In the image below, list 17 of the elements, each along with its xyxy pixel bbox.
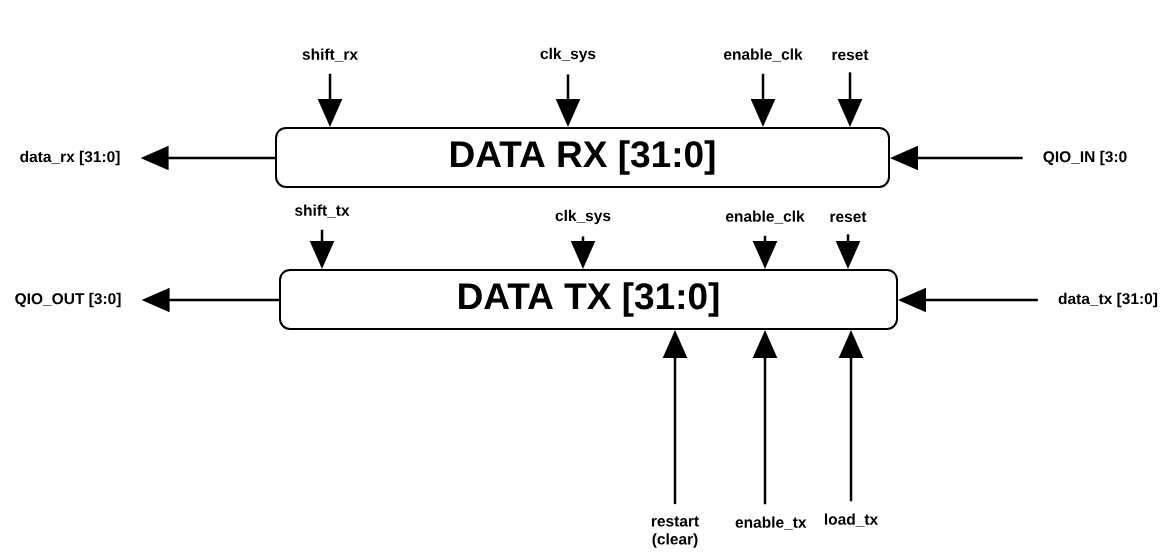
signal-label: QIO_OUT [3:0] — [15, 292, 121, 308]
signal-label: enable_clk — [724, 48, 803, 62]
signal-label: shift_tx — [295, 204, 350, 218]
signal-label: QIO_IN [3:0 — [1043, 150, 1127, 166]
signal-label: clk_sys — [540, 47, 596, 63]
signal-label: load_tx — [824, 513, 878, 527]
signal-label: clk_sys — [555, 209, 611, 225]
block-box: DATA RX [31:0] — [275, 127, 890, 188]
signal-label: data_rx [31:0] — [20, 150, 120, 166]
signal-label: reset — [832, 49, 869, 61]
signal-label: reset — [830, 211, 867, 223]
block-box: DATA TX [31:0] — [279, 269, 898, 330]
signal-label: restart (clear) — [651, 516, 699, 548]
signal-label: data_tx [31:0] — [1058, 292, 1158, 308]
signal-label: enable_tx — [735, 516, 807, 530]
signal-label: shift_rx — [302, 48, 358, 62]
signal-label: enable_clk — [726, 210, 805, 224]
